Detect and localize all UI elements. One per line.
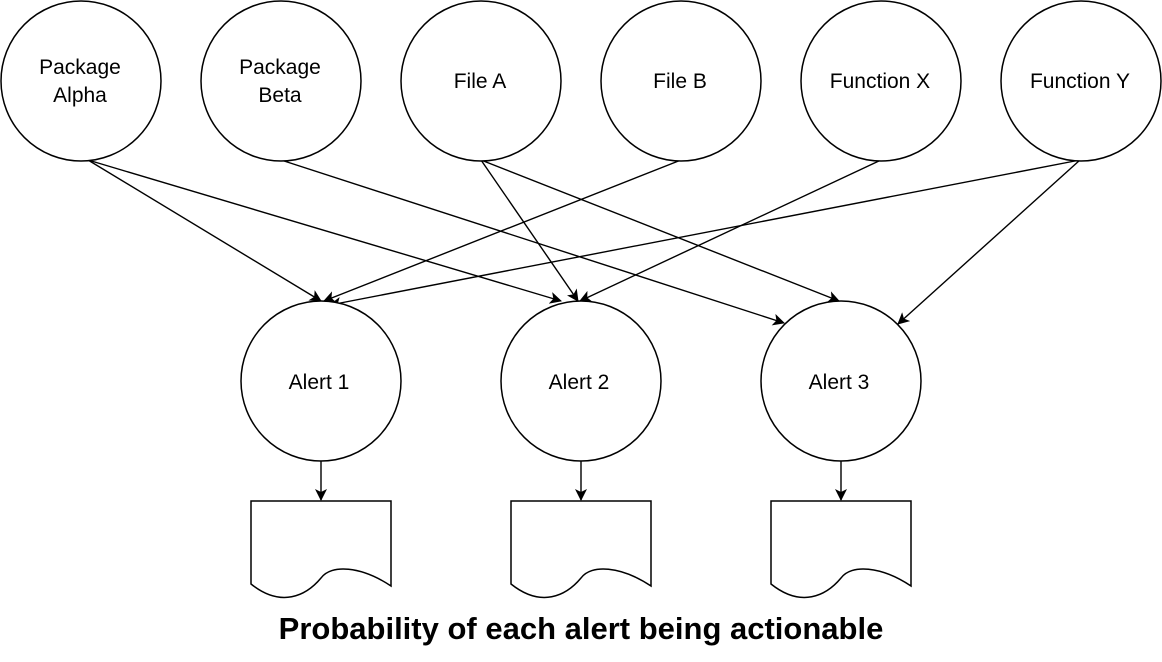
source-node-func-x[interactable]: Function X — [800, 0, 962, 162]
alert-node-alert-2[interactable]: Alert 2 — [500, 300, 662, 462]
source-node-label: File B — [653, 70, 707, 93]
edge-func-y-to-alert-1 — [329, 159, 1081, 309]
alert-node-label: Alert 1 — [289, 371, 350, 394]
output-document-alert-2 — [510, 500, 652, 599]
source-node-file-a[interactable]: File A — [400, 0, 562, 162]
edge-pkg-beta-to-alert-3 — [280, 159, 785, 326]
source-node-label: Package — [39, 56, 121, 79]
edge-file-b-to-alert-1 — [323, 159, 682, 303]
diagram-caption: Probability of each alert being actionab… — [279, 611, 884, 646]
source-node-file-b[interactable]: File B — [600, 0, 762, 162]
source-node-circle — [1000, 0, 1162, 162]
source-node-label: Package — [239, 56, 321, 79]
documents-layer — [250, 500, 912, 599]
output-document-alert-3 — [770, 500, 912, 599]
source-node-label: File A — [454, 70, 507, 93]
source-node-circle — [400, 0, 562, 162]
alert-node-alert-3[interactable]: Alert 3 — [760, 300, 922, 462]
edges-layer — [87, 159, 1081, 501]
source-node-circle — [200, 0, 362, 162]
alert-node-alert-1[interactable]: Alert 1 — [240, 300, 402, 462]
alert-node-circle — [500, 300, 662, 462]
edge-pkg-alpha-to-alert-1 — [87, 159, 322, 302]
source-node-func-y[interactable]: Function Y — [1000, 0, 1162, 162]
edge-pkg-alpha-to-alert-2 — [87, 159, 562, 304]
output-document-alert-1 — [250, 500, 392, 599]
alert-node-circle — [760, 300, 922, 462]
edge-file-a-to-alert-3 — [480, 159, 840, 303]
source-node-circle — [800, 0, 962, 162]
source-node-circle — [600, 0, 762, 162]
edge-file-a-to-alert-2 — [480, 159, 579, 302]
source-node-label: Beta — [258, 84, 302, 107]
edge-func-x-to-alert-2 — [579, 159, 882, 302]
alert-node-label: Alert 3 — [809, 371, 870, 394]
source-node-label: Function X — [830, 70, 930, 93]
source-node-label: Alpha — [53, 84, 107, 107]
edge-func-y-to-alert-3 — [897, 159, 1081, 325]
source-node-label: Function Y — [1030, 70, 1130, 93]
alert-node-label: Alert 2 — [549, 371, 610, 394]
source-node-circle — [0, 0, 162, 162]
alert-node-circle — [240, 300, 402, 462]
